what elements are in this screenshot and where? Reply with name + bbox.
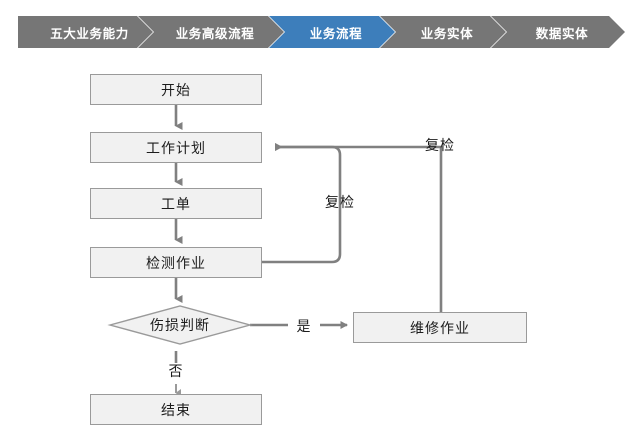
node-start[interactable]: 开始: [90, 74, 262, 105]
node-inspection-label: 检测作业: [146, 254, 206, 271]
edge-label-no-text: 否: [168, 363, 184, 379]
node-workorder[interactable]: 工单: [90, 188, 262, 219]
node-workplan[interactable]: 工作计划: [90, 132, 262, 163]
edge-label-yes-text: 是: [296, 318, 312, 334]
edge-label-recheck-inner-text: 复检: [325, 194, 355, 210]
node-workplan-label: 工作计划: [146, 139, 206, 156]
edge-label-recheck-inner: 复检: [308, 192, 372, 212]
node-end[interactable]: 结束: [90, 394, 262, 425]
node-end-label: 结束: [161, 401, 191, 418]
edge-label-yes: 是: [284, 316, 324, 336]
node-repair[interactable]: 维修作业: [353, 312, 527, 343]
edge-repair-recheck-to-workplan: [275, 143, 443, 312]
edge-label-no: 否: [156, 361, 196, 381]
node-repair-label: 维修作业: [410, 319, 470, 336]
edge-label-recheck-outer: 复检: [408, 135, 472, 155]
node-decision[interactable]: 伤损判断: [110, 310, 250, 340]
edge-label-recheck-outer-text: 复检: [425, 137, 455, 153]
decision-diamond-shape: [107, 305, 253, 345]
node-start-label: 开始: [161, 81, 191, 98]
node-inspection[interactable]: 检测作业: [90, 247, 262, 278]
node-workorder-label: 工单: [161, 195, 191, 212]
node-decision-label: 伤损判断: [150, 317, 210, 333]
